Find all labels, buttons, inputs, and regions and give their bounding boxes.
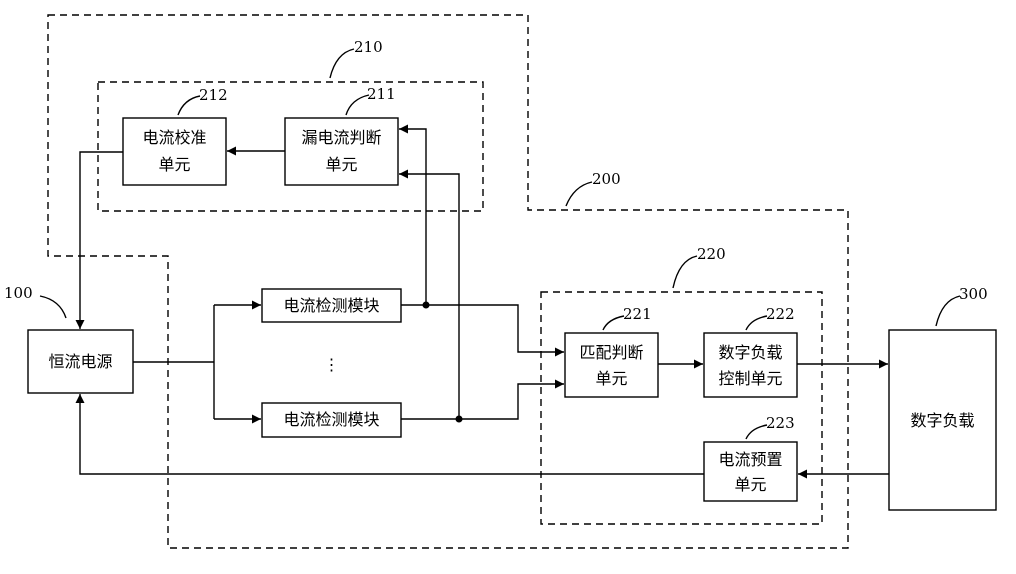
ref-220: 220 (697, 245, 726, 263)
current-detection-module-bottom-box (261, 402, 402, 438)
digital-load-control-unit-label-2: 控制单元 (718, 369, 782, 388)
ref-300: 300 (959, 285, 988, 303)
leader-200 (565, 181, 593, 207)
leakage-judgment-unit-label-2: 单元 (325, 155, 357, 174)
ref-222: 222 (766, 305, 795, 323)
current-preset-unit-box (703, 441, 798, 502)
digital-load-control-unit-box (703, 332, 798, 398)
leader-221 (602, 315, 625, 331)
ref-200: 200 (592, 170, 621, 188)
ref-223: 223 (766, 414, 795, 432)
preset-to-source-arrow (75, 394, 704, 475)
digital-load-box (888, 329, 997, 511)
ref-221: 221 (623, 305, 652, 323)
leader-100 (39, 295, 67, 319)
group-200-outline (47, 14, 849, 549)
leader-210 (329, 48, 355, 79)
ref-211: 211 (367, 85, 396, 103)
group-220-outline (540, 291, 823, 525)
current-preset-unit-label-1: 电流预置 (718, 450, 782, 469)
top-tap-to-leak-arrow (399, 124, 427, 305)
calib-to-source-arrow (75, 151, 123, 329)
leader-223 (745, 424, 768, 440)
leakage-judgment-unit-label-1: 漏电流判断 (301, 128, 381, 147)
leakage-judgment-unit-box (284, 117, 399, 186)
leader-212 (177, 95, 201, 116)
constant-current-source-box (27, 329, 134, 394)
junction-dot-top (422, 301, 430, 309)
digital-load-control-unit-label-1: 数字负载 (718, 343, 782, 362)
top-detector-to-match-arrow (401, 304, 564, 357)
bottom-tap-to-leak-arrow (399, 169, 460, 419)
digital-load-label: 数字负载 (910, 411, 974, 430)
leader-220 (672, 255, 698, 289)
current-detection-module-top-label: 电流检测模块 (283, 296, 379, 315)
match-judgment-unit-label-1: 匹配判断 (579, 343, 643, 362)
ref-100: 100 (4, 284, 33, 302)
match-judgment-unit-label-2: 单元 (595, 369, 627, 388)
match-judgment-unit-box (564, 332, 659, 398)
bottom-detector-to-match-arrow (401, 379, 564, 420)
calibration-unit-label-1: 电流校准 (142, 128, 206, 147)
current-detection-module-bottom-label: 电流检测模块 (283, 410, 379, 429)
current-detection-module-top-box (261, 288, 402, 323)
ref-212: 212 (199, 86, 228, 104)
constant-current-source-label: 恒流电源 (48, 352, 112, 371)
ref-210: 210 (354, 38, 383, 56)
junction-dot-bottom (455, 415, 463, 423)
calibration-unit-label-2: 单元 (158, 155, 190, 174)
current-preset-unit-label-2: 单元 (734, 475, 766, 494)
leader-300 (935, 295, 961, 327)
leader-222 (745, 315, 768, 331)
ellipsis-label: ⋮ (324, 355, 340, 374)
leader-211 (345, 94, 370, 116)
group-210-outline (97, 81, 484, 212)
